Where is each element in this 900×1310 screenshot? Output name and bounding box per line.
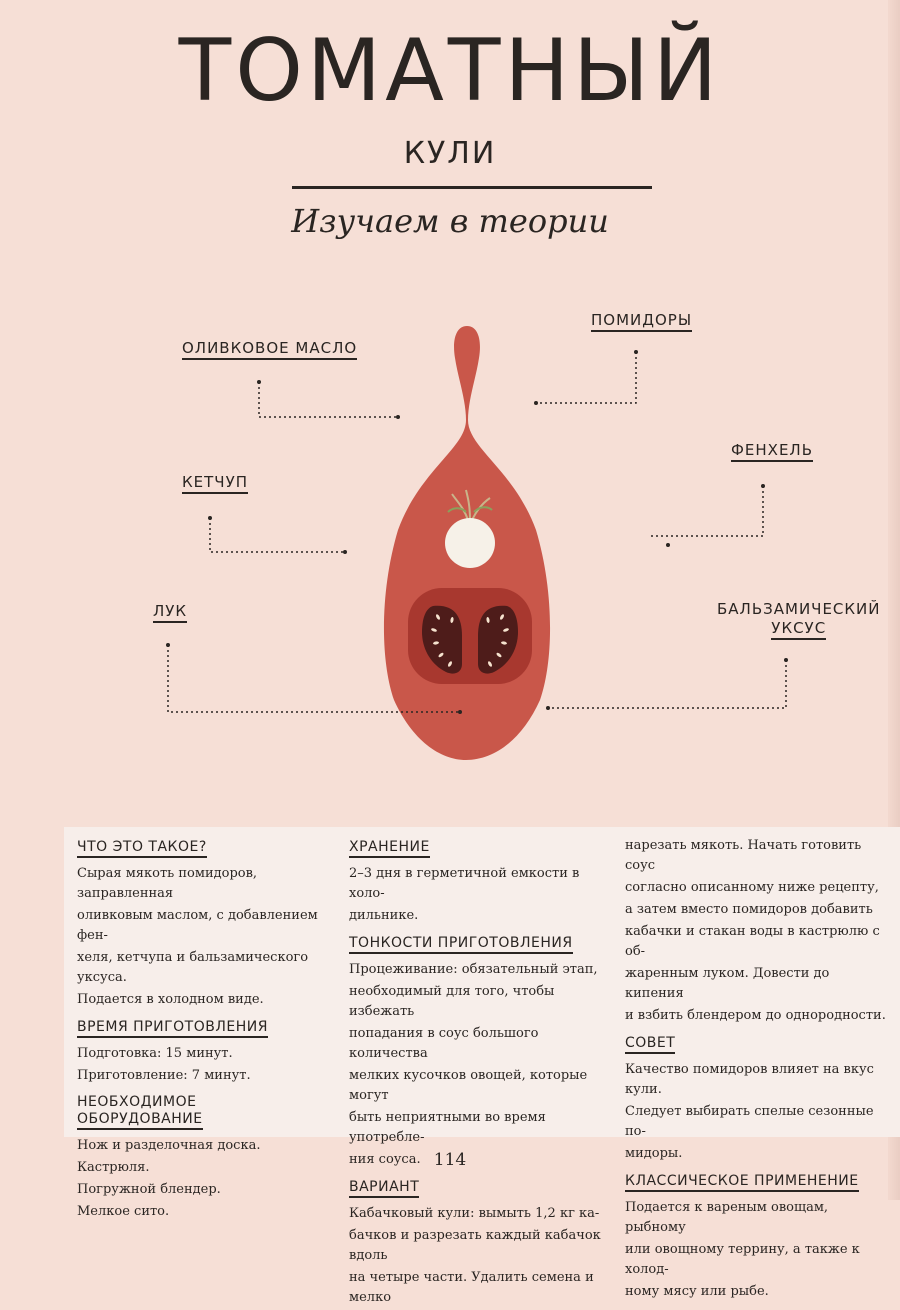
text-line: мидоры. [625, 1146, 683, 1161]
ingredient-balsamic: БАЛЬЗАМИЧЕСКИЙ УКСУС [717, 600, 881, 640]
equipment-head-line2: ОБОРУДОВАНИЕ [77, 1111, 203, 1127]
text-line: Процеживание: обязательный этап, [349, 962, 598, 977]
text-line: а затем вместо помидоров добавить [625, 902, 873, 917]
page-subtitle: КУЛИ [403, 136, 497, 171]
text-line: жаренным луком. Довести до кипения [625, 966, 830, 1001]
text-line: и взбить блендером до однородности. [625, 1008, 886, 1023]
text-line: кабачки и стакан воды в кастрюлю с об- [625, 924, 880, 959]
tagline: Изучаем в теории [291, 202, 609, 240]
spoon-illustration [166, 326, 788, 760]
onion-connector [167, 645, 460, 713]
page-title: ТОМАТНЫЙ [178, 21, 722, 121]
ingredient-ketchup: КЕТЧУП [182, 473, 248, 495]
prep-time: Подготовка: 15 минут. [77, 1046, 233, 1061]
page-number: 114 [433, 1150, 467, 1170]
title-divider [292, 186, 652, 189]
text-line: ному мясу или рыбе. [625, 1284, 769, 1299]
ingredient-fennel: ФЕНХЕЛЬ [731, 441, 813, 463]
balsamic-connector [548, 660, 787, 709]
tomatoes-connector [536, 352, 637, 404]
equipment-item: Нож и разделочная доска. [77, 1138, 261, 1153]
section-head-storage: ХРАНЕНИЕ [349, 839, 430, 858]
info-column-3: нарезать мякоть. Начать готовить соус со… [625, 836, 887, 1304]
text-line: хеля, кетчупа и бальзамического уксуса. [77, 950, 309, 985]
equipment-item: Кастрюля. [77, 1160, 150, 1175]
text-line: Сырая мякоть помидоров, заправленная [77, 866, 258, 901]
text-line: мелких кусочков овощей, которые могут [349, 1068, 588, 1103]
spoon-shape [383, 326, 551, 760]
text-line: дильнике. [349, 908, 419, 923]
olive-oil-connector [258, 382, 398, 418]
section-head-usage: КЛАССИЧЕСКОЕ ПРИМЕНЕНИЕ [625, 1173, 859, 1192]
info-column-2: ХРАНЕНИЕ 2–3 дня в герметичной емкости в… [349, 838, 611, 1310]
section-head-advice: СОВЕТ [625, 1035, 676, 1054]
text-line: Кабачковый кули: вымыть 1,2 кг ка- [349, 1206, 600, 1221]
ingredient-tomatoes: ПОМИДОРЫ [591, 311, 693, 333]
text-line: 2–3 дня в герметичной емкости в холо- [349, 866, 580, 901]
ketchup-connector [209, 518, 345, 553]
section-head-tips: ТОНКОСТИ ПРИГОТОВЛЕНИЯ [349, 935, 573, 954]
text-line: Подается в холодном виде. [77, 992, 264, 1007]
fennel-connector [650, 486, 764, 537]
section-head-time: ВРЕМЯ ПРИГОТОВЛЕНИЯ [77, 1019, 268, 1038]
section-head-what: ЧТО ЭТО ТАКОЕ? [77, 839, 207, 858]
equipment-item: Мелкое сито. [77, 1204, 170, 1219]
text-line: Подается к вареным овощам, рыбному [625, 1200, 829, 1235]
onion-icon [445, 489, 495, 568]
text-line: или овощному террину, а также к холод- [625, 1242, 860, 1277]
text-line: Следует выбирать спелые сезонные по- [625, 1104, 874, 1139]
ingredient-olive-oil: ОЛИВКОВОЕ МАСЛО [182, 339, 358, 361]
cook-time: Приготовление: 7 минут. [77, 1068, 251, 1083]
text-line: Качество помидоров влияет на вкус кули. [625, 1062, 874, 1097]
text-line: нарезать мякоть. Начать готовить соус [625, 838, 862, 873]
text-line: оливковым маслом, с добавлением фен- [77, 908, 318, 943]
section-head-equipment: НЕОБХОДИМОЕ ОБОРУДОВАНИЕ [77, 1094, 203, 1130]
ingredient-balsamic-line1: БАЛЬЗАМИЧЕСКИЙ [717, 600, 881, 618]
ingredient-onion: ЛУК [153, 602, 188, 624]
text-line: согласно описанному ниже рецепту, [625, 880, 879, 895]
ingredient-balsamic-line2: УКСУС [771, 619, 827, 640]
text-line: бачков и разрезать каждый кабачок вдоль [349, 1228, 601, 1263]
info-column-1: ЧТО ЭТО ТАКОЕ? Сырая мякоть помидоров, з… [77, 838, 342, 1224]
tomato-slice-icon [408, 588, 532, 684]
text-line: на четыре части. Удалить семена и мелко [349, 1270, 594, 1305]
text-line: необходимый для того, чтобы избежать [349, 984, 555, 1019]
section-head-variant: ВАРИАНТ [349, 1179, 420, 1198]
equipment-item: Погружной блендер. [77, 1182, 221, 1197]
text-line: быть неприятными во время употребле- [349, 1110, 546, 1145]
text-line: ния соуса. [349, 1152, 421, 1167]
info-panel [64, 827, 900, 1137]
text-line: попадания в соус большого количества [349, 1026, 539, 1061]
connector-lines [167, 352, 787, 713]
equipment-head-line1: НЕОБХОДИМОЕ [77, 1094, 197, 1110]
